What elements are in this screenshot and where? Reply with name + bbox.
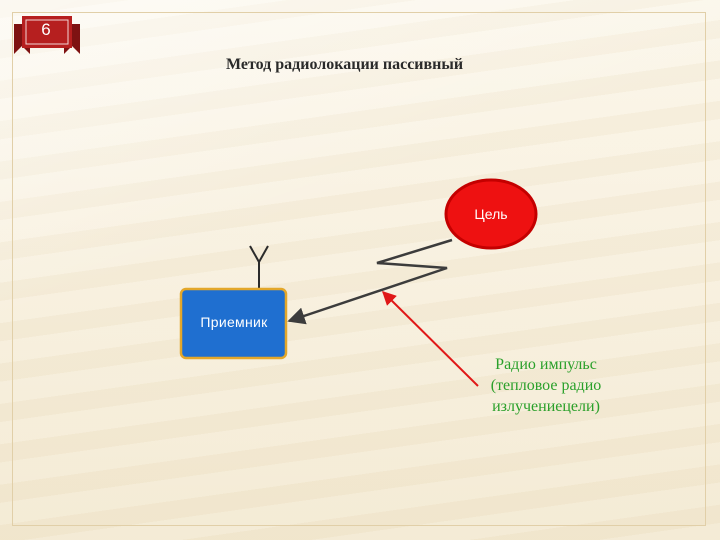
- target-label: Цель: [474, 206, 508, 222]
- slide-frame: [12, 12, 706, 526]
- radio-pulse-annotation: Радио импульс (тепловое радио излучениец…: [476, 354, 616, 417]
- annotation-line-1: Радио импульс: [495, 356, 597, 373]
- target-circle: [444, 178, 538, 250]
- slide-number-ribbon: [14, 16, 80, 54]
- radio-signal-line: [287, 238, 453, 325]
- annotation-line-3: излучениецели): [492, 398, 600, 415]
- receiver-box: [179, 287, 288, 360]
- slide-title: Метод радиолокации пассивный: [226, 56, 464, 73]
- annotation-line-2: (тепловое радио: [490, 377, 602, 394]
- pointer-arrow: [382, 291, 479, 387]
- slide-number: 6: [41, 20, 51, 39]
- receiver-label: Приемник: [200, 314, 268, 330]
- antenna-icon: [249, 245, 269, 290]
